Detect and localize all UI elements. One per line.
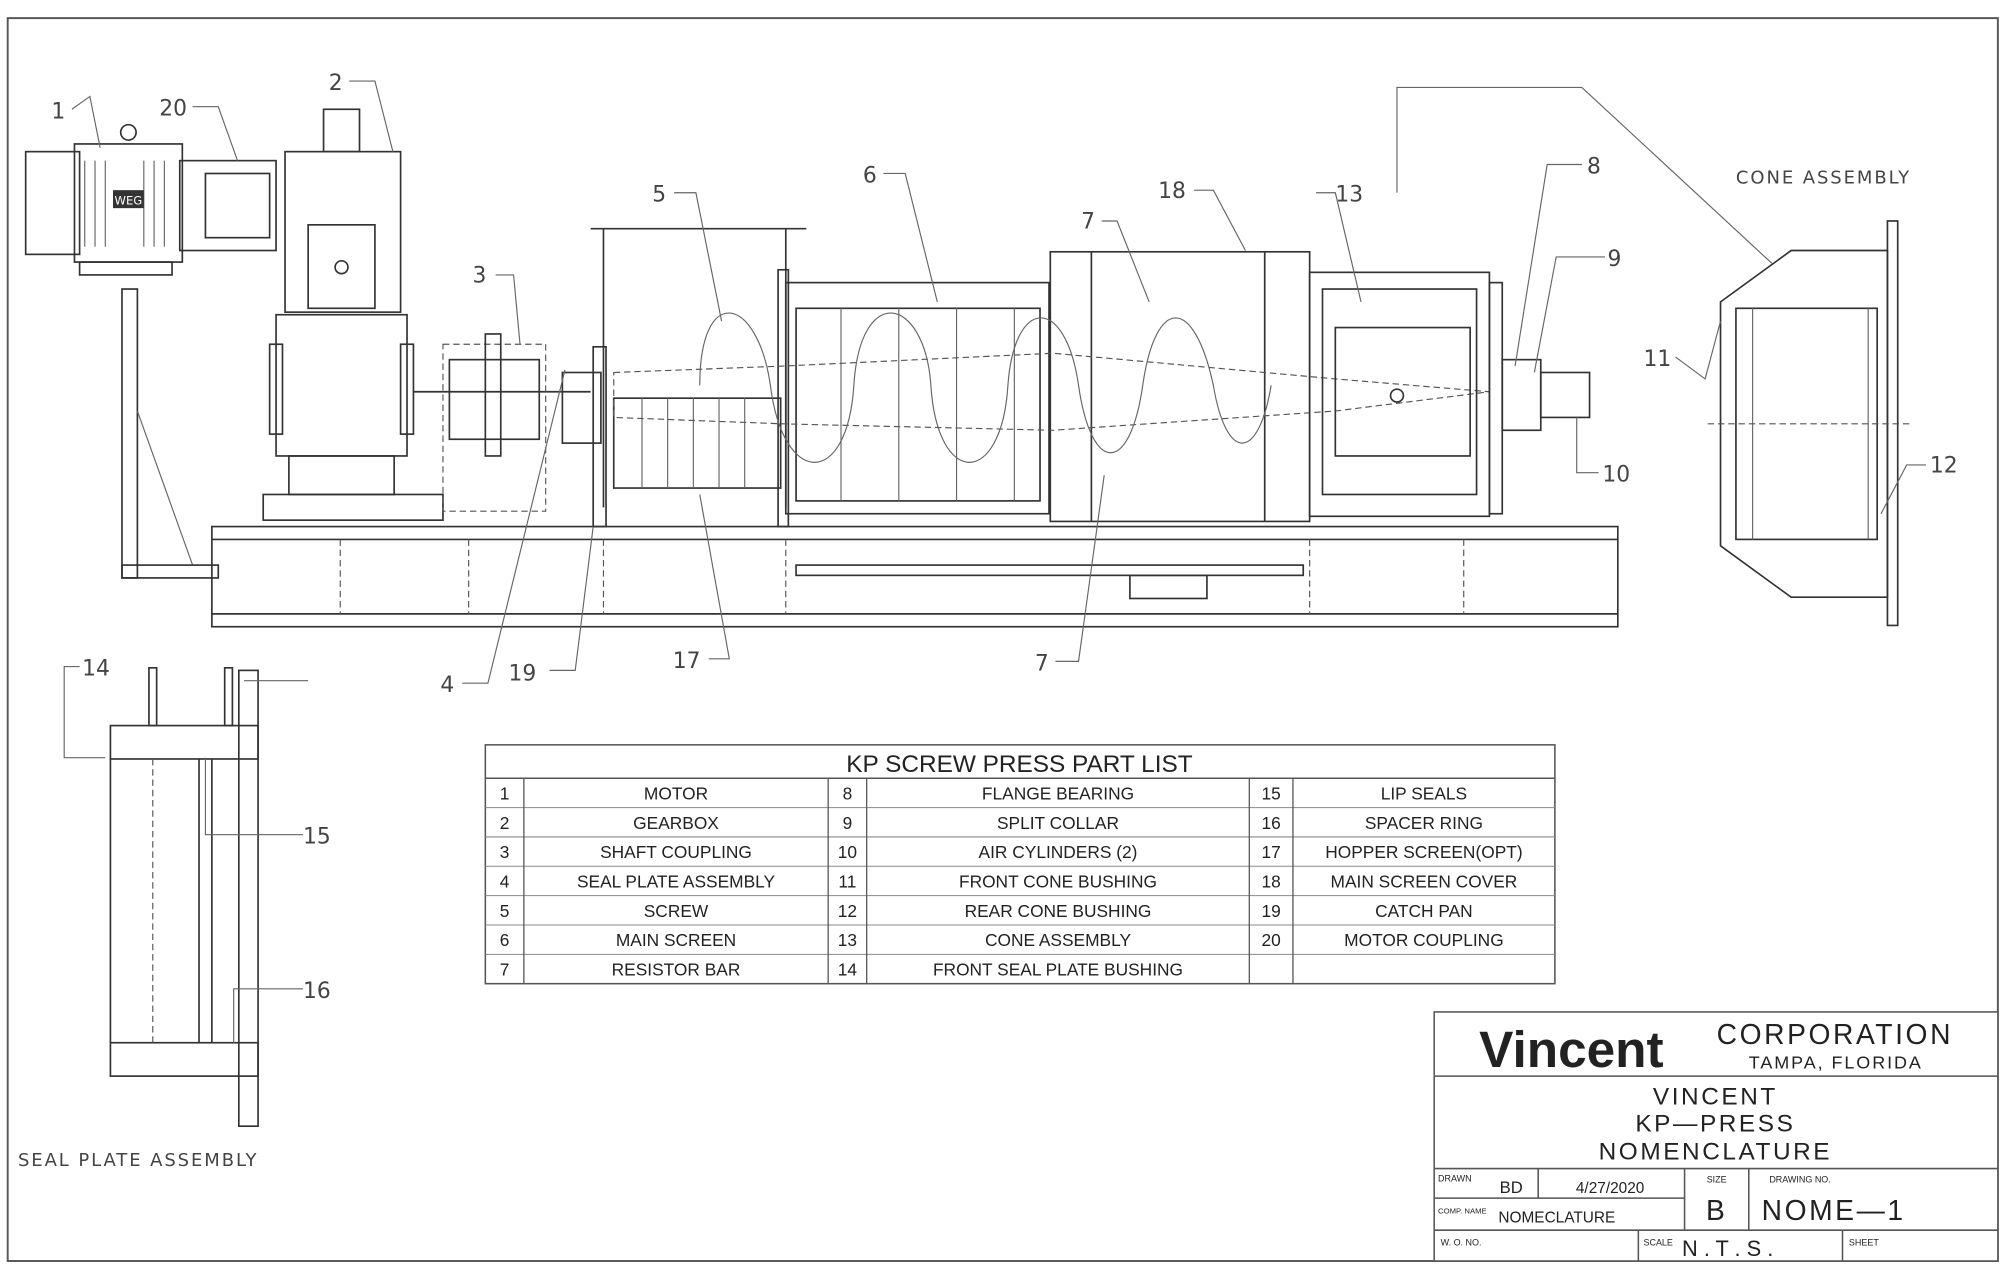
part-name: RESISTOR BAR xyxy=(612,960,741,980)
drawn-date: 4/27/2020 xyxy=(1576,1180,1644,1197)
part-name: AIR CYLINDERS (2) xyxy=(979,842,1138,862)
callout-7-top: 7 xyxy=(1081,210,1095,235)
callout-14: 14 xyxy=(82,657,110,682)
part-number: 11 xyxy=(838,871,856,891)
part-name: SHAFT COUPLING xyxy=(600,842,752,862)
part-name: SEAL PLATE ASSEMBLY xyxy=(577,871,776,891)
part-number: 2 xyxy=(500,813,510,833)
part-number: 19 xyxy=(1261,901,1280,921)
leader-lines xyxy=(63,80,1926,1043)
callout-20: 20 xyxy=(159,97,187,122)
callouts: 1 20 2 3 5 6 18 7 13 8 9 10 11 12 4 19 1… xyxy=(51,71,1957,1004)
part-name: MAIN SCREEN xyxy=(616,930,736,950)
callout-8: 8 xyxy=(1587,154,1601,179)
drawing-border xyxy=(6,17,1999,1262)
scale-label: SCALE xyxy=(1643,1238,1672,1248)
sheet-label: SHEET xyxy=(1849,1238,1879,1248)
comp-name-label: COMP. NAME xyxy=(1438,1206,1487,1215)
part-name: MOTOR COUPLING xyxy=(1344,930,1503,950)
part-number: 18 xyxy=(1261,871,1280,891)
callout-9: 9 xyxy=(1608,247,1622,272)
callout-2: 2 xyxy=(329,71,343,96)
part-name: FRONT CONE BUSHING xyxy=(959,871,1157,891)
part-name: MOTOR xyxy=(644,783,708,803)
part-name: CONE ASSEMBLY xyxy=(985,930,1131,950)
callout-10: 10 xyxy=(1602,463,1630,488)
part-name: LIP SEALS xyxy=(1381,783,1467,803)
seal-plate-assembly-detail: SEAL PLATE ASSEMBLY xyxy=(18,666,259,1171)
size-label: SIZE xyxy=(1707,1175,1727,1185)
part-list-title: KP SCREW PRESS PART LIST xyxy=(846,751,1192,778)
callout-16: 16 xyxy=(303,979,331,1004)
title-line-2: KP—PRESS xyxy=(1635,1110,1795,1137)
callout-1: 1 xyxy=(51,99,65,124)
title-line-1: VINCENT xyxy=(1653,1083,1778,1110)
part-name: HOPPER SCREEN(OPT) xyxy=(1325,842,1522,862)
callout-15: 15 xyxy=(303,825,331,850)
callout-6: 6 xyxy=(863,163,877,188)
callout-4: 4 xyxy=(440,673,454,698)
part-number: 6 xyxy=(500,930,510,950)
title-block: Vincent CORPORATION TAMPA, FLORIDA VINCE… xyxy=(1433,1011,1999,1262)
comp-name: NOMECLATURE xyxy=(1498,1209,1615,1226)
base-frame xyxy=(211,525,1619,628)
callout-3: 3 xyxy=(473,264,487,289)
part-name: SPLIT COLLAR xyxy=(997,813,1119,833)
drawing-no-label: DRAWING NO. xyxy=(1769,1175,1830,1185)
cone-housing xyxy=(1308,271,1591,518)
part-number: 4 xyxy=(500,871,510,891)
title-line-3: NOMENCLATURE xyxy=(1599,1139,1833,1166)
part-name: MAIN SCREEN COVER xyxy=(1331,871,1518,891)
part-name: SCREW xyxy=(644,901,709,921)
part-name: CATCH PAN xyxy=(1375,901,1473,921)
part-name: FLANGE BEARING xyxy=(982,783,1134,803)
callout-18: 18 xyxy=(1158,179,1186,204)
part-number: 7 xyxy=(500,960,510,980)
part-number: 1 xyxy=(500,783,510,803)
callout-19: 19 xyxy=(508,662,536,687)
size-value: B xyxy=(1706,1194,1725,1226)
cone-assembly-detail: CONE ASSEMBLY xyxy=(1707,168,1914,627)
drawing-no: NOME—1 xyxy=(1762,1194,1906,1226)
part-number: 16 xyxy=(1261,813,1280,833)
part-number: 14 xyxy=(838,960,858,980)
motor: WEG xyxy=(24,123,277,579)
part-name: SPACER RING xyxy=(1365,813,1483,833)
motor-badge: WEG xyxy=(115,193,143,207)
company-location: TAMPA, FLORIDA xyxy=(1749,1052,1923,1072)
scale-value: N . T . S . xyxy=(1682,1236,1773,1261)
screw xyxy=(613,312,1490,463)
press-side-view: WEG xyxy=(24,108,1619,628)
callout-7-bottom: 7 xyxy=(1035,651,1049,676)
seal-plate-label: SEAL PLATE ASSEMBLY xyxy=(18,1150,258,1171)
part-number: 17 xyxy=(1261,842,1280,862)
part-name: FRONT SEAL PLATE BUSHING xyxy=(933,960,1183,980)
callout-5: 5 xyxy=(652,183,666,208)
hopper xyxy=(590,227,807,508)
main-screen xyxy=(777,268,1050,528)
part-name: REAR CONE BUSHING xyxy=(965,901,1152,921)
gearbox xyxy=(262,108,444,521)
part-number: 5 xyxy=(500,901,510,921)
part-number: 12 xyxy=(838,901,857,921)
callout-13: 13 xyxy=(1335,183,1363,208)
part-number: 8 xyxy=(843,783,853,803)
part-number: 15 xyxy=(1261,783,1280,803)
callout-11: 11 xyxy=(1643,347,1671,372)
part-number: 13 xyxy=(838,930,857,950)
part-name: GEARBOX xyxy=(633,813,719,833)
part-number: 9 xyxy=(843,813,853,833)
company-suffix: CORPORATION xyxy=(1717,1018,1953,1050)
callout-17: 17 xyxy=(673,649,701,674)
cone-assembly-label: CONE ASSEMBLY xyxy=(1736,168,1911,189)
callout-12: 12 xyxy=(1930,454,1958,479)
company-logo: Vincent xyxy=(1479,1021,1664,1078)
part-number: 10 xyxy=(838,842,857,862)
part-number: 20 xyxy=(1261,930,1280,950)
part-list-table: KP SCREW PRESS PART LIST 1 MOTOR 2 GEARBOX 3… xyxy=(484,744,1556,985)
drawn-label: DRAWN xyxy=(1438,1173,1472,1183)
wo-label: W. O. NO. xyxy=(1441,1238,1482,1248)
drawn-by: BD xyxy=(1500,1178,1523,1197)
part-number: 3 xyxy=(500,842,510,862)
